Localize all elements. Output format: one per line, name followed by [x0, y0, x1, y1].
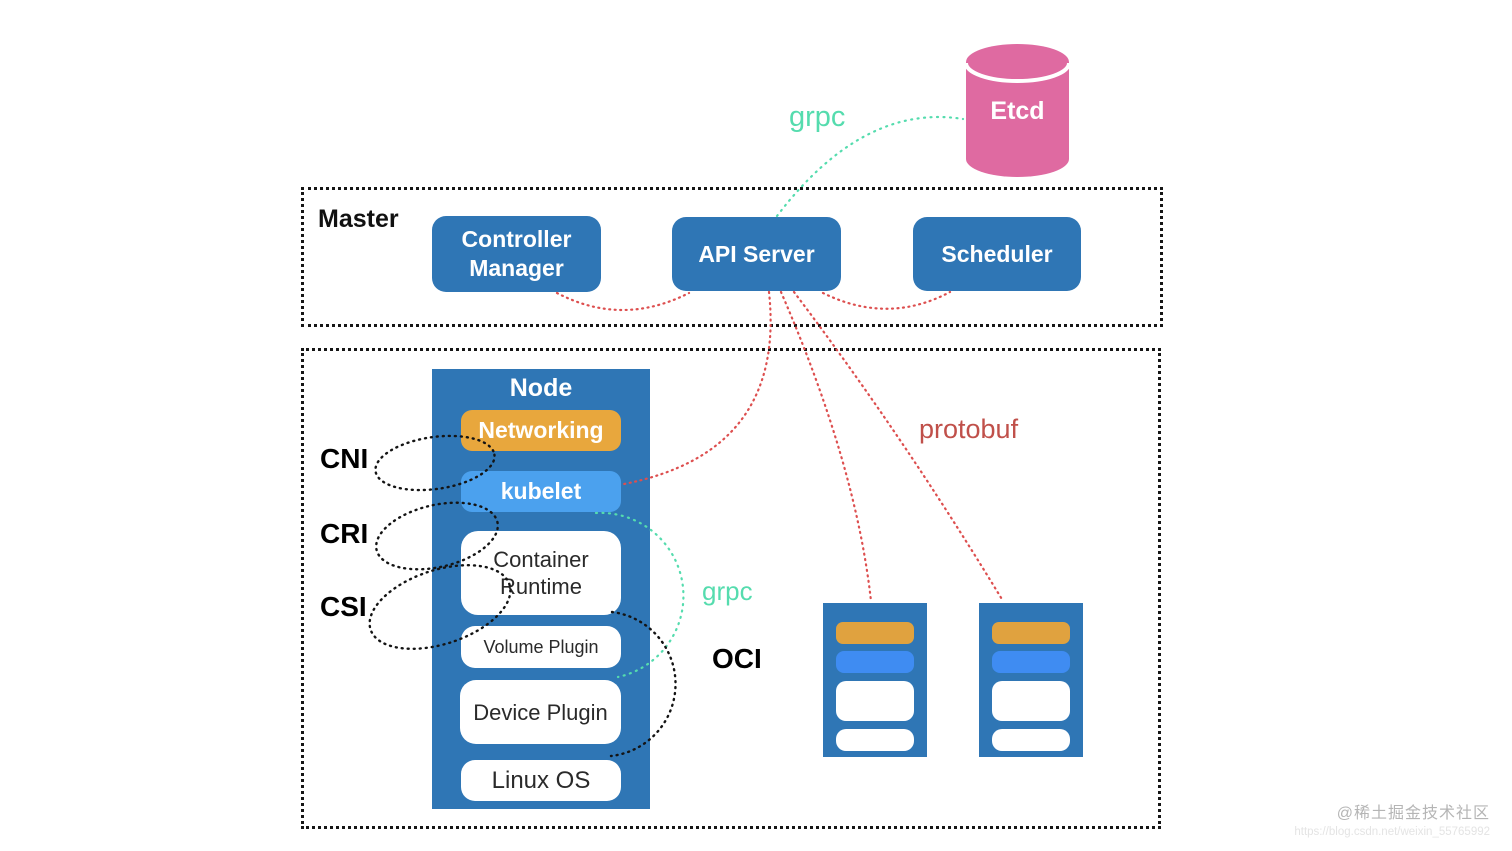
kubelet-box: kubelet	[461, 471, 621, 512]
container-runtime-box: Container Runtime	[461, 531, 621, 615]
networking-box: Networking	[461, 410, 621, 451]
grpc-runtime-label: grpc	[702, 576, 753, 606]
etcd-label: Etcd	[990, 97, 1045, 125]
pod-2-white-box	[992, 681, 1070, 721]
master-section-title: Master	[318, 205, 399, 233]
pod-1-orange-bar	[836, 622, 914, 644]
api-server-box: API Server	[672, 217, 841, 291]
oci-label: OCI	[712, 643, 762, 674]
pod-1-white-bar	[836, 729, 914, 751]
protobuf-label: protobuf	[919, 414, 1019, 444]
pod-2-white-bar	[992, 729, 1070, 751]
csi-label: CSI	[320, 591, 367, 622]
linux-os-box: Linux OS	[461, 760, 621, 801]
pod-2	[979, 603, 1083, 757]
controller-manager-box: Controller Manager	[432, 216, 601, 292]
pod-2-orange-bar	[992, 622, 1070, 644]
pod-2-blue-bar	[992, 651, 1070, 673]
watermark-community: @稀土掘金技术社区	[1336, 805, 1490, 822]
pod-1-blue-bar	[836, 651, 914, 673]
volume-plugin-box: Volume Plugin	[461, 626, 621, 668]
grpc-etcd-label: grpc	[789, 101, 846, 133]
cri-label: CRI	[320, 518, 369, 549]
device-plugin-box: Device Plugin	[460, 680, 621, 744]
pod-1	[823, 603, 927, 757]
watermark: @稀土掘金技术社区 https://blog.csdn.net/weixin_5…	[1294, 803, 1490, 840]
node-title: Node	[509, 374, 573, 402]
cni-label: CNI	[320, 443, 369, 474]
pod-1-white-box	[836, 681, 914, 721]
scheduler-box: Scheduler	[913, 217, 1081, 291]
watermark-url: https://blog.csdn.net/weixin_55765992	[1294, 825, 1490, 838]
